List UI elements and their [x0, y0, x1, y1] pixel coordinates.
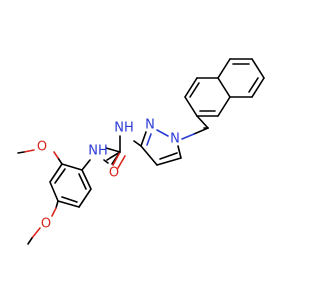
bond — [55, 200, 59, 209]
bond — [61, 163, 83, 171]
bond — [193, 127, 209, 135]
bond — [184, 96, 198, 117]
methoxy-oxygen-upper-label: O — [37, 140, 47, 155]
bond — [57, 157, 63, 165]
bond — [251, 58, 265, 79]
bond — [217, 96, 231, 117]
bond — [217, 77, 231, 98]
bond — [133, 140, 142, 147]
molecule-diagram: NH NH O N N O O — [17, 58, 265, 245]
bond — [140, 131, 147, 147]
bond — [17, 151, 25, 154]
dimethoxyphenyl-ring — [49, 163, 92, 208]
bond — [217, 58, 231, 79]
atom-labels: NH NH O N N O O — [37, 118, 180, 232]
bond — [31, 227, 41, 239]
bond — [177, 145, 182, 159]
bond — [78, 188, 92, 208]
bond — [57, 200, 80, 208]
bond — [51, 207, 57, 217]
bond — [81, 159, 91, 171]
bond — [106, 151, 121, 161]
nh-top-label: NH — [114, 121, 134, 136]
structure-svg: NH NH O N N O O — [17, 58, 265, 245]
nh-bottom-label: NH — [88, 144, 108, 159]
bond — [53, 151, 59, 159]
bond — [156, 157, 182, 166]
bond — [103, 159, 109, 164]
bond — [81, 169, 92, 190]
urea-group — [103, 135, 126, 169]
bond — [27, 237, 33, 245]
double-bond — [159, 152, 178, 160]
double-bond — [78, 173, 87, 190]
methoxy-lower — [27, 200, 59, 245]
bond — [49, 181, 59, 202]
carbonyl-oxygen-label: O — [109, 166, 119, 181]
bond — [184, 77, 198, 98]
bond — [49, 163, 63, 183]
methoxy-oxygen-lower-label: O — [41, 217, 51, 232]
pyrazole-n2-label: N — [145, 118, 155, 133]
bond — [23, 149, 35, 153]
double-bond — [61, 196, 78, 203]
carbonyl-bond — [112, 151, 121, 166]
double-bond — [54, 168, 66, 184]
naphthalene-ring-left — [184, 77, 231, 117]
bond — [196, 115, 209, 129]
pyrazole-ring — [140, 129, 182, 166]
bond — [140, 145, 158, 166]
bond — [181, 133, 195, 140]
bond — [105, 147, 121, 153]
pyrazole-n1-label: N — [170, 132, 180, 147]
methylene-linker — [181, 115, 209, 140]
double-bond — [189, 82, 200, 98]
bond — [251, 77, 265, 98]
carbonyl-bond — [117, 155, 126, 169]
double-bond — [248, 77, 259, 93]
naphthalene-ring-right — [217, 58, 265, 98]
bond — [156, 129, 169, 137]
methoxy-upper — [17, 149, 63, 165]
double-bond — [146, 133, 152, 146]
